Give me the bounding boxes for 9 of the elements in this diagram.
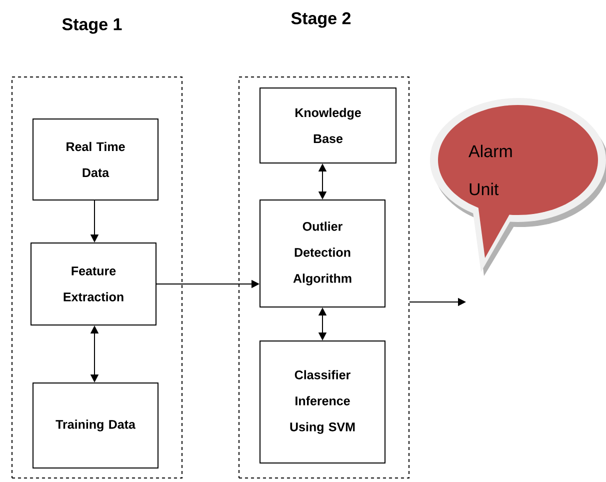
process-box: Outlier Detection Algorithm (260, 200, 386, 308)
stage-heading: Stage 1 (62, 18, 122, 34)
process-box: Classifier Inference Using SVM (260, 340, 386, 464)
speech-bubble: Alarm Unit (430, 98, 606, 276)
process-box: Training Data (32, 382, 158, 468)
process-box: Knowledge Base (260, 88, 396, 164)
process-box: Feature Extraction (30, 242, 156, 326)
process-box: Real Time Data (32, 118, 158, 200)
stage-heading: Stage 2 (291, 12, 351, 28)
